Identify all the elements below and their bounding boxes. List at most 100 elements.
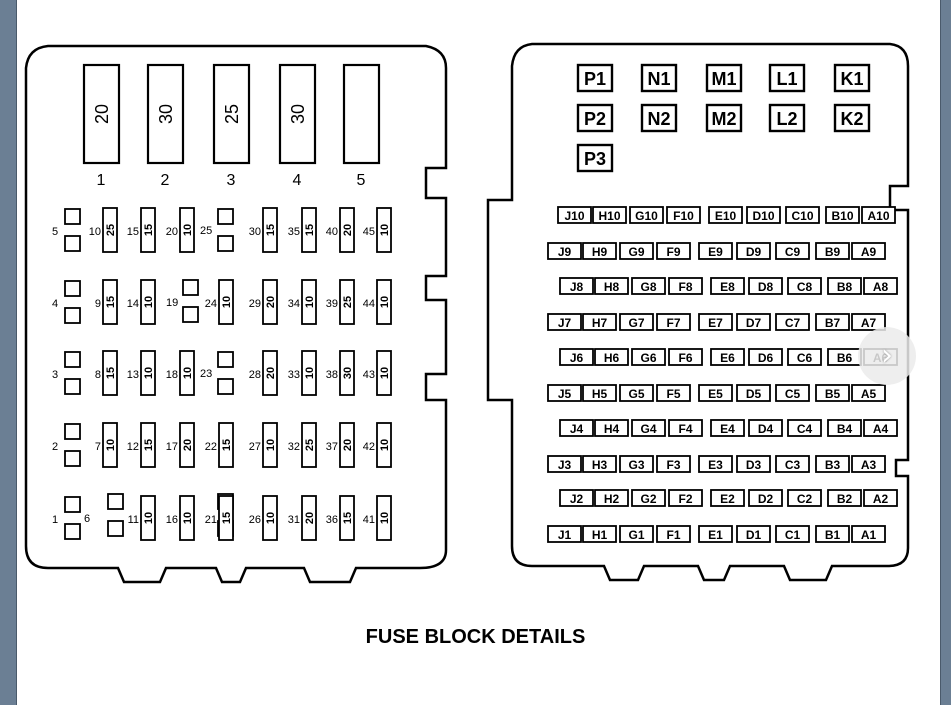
mini-fuse-rating: 25 [304,439,316,451]
relay-position [705,103,743,133]
fuse-cell-label: H3 [592,458,608,472]
circuit-number: 3 [52,369,58,381]
relay-position [833,103,871,133]
fuse-cell [736,525,771,543]
fuse-cell [631,348,666,366]
fuse-cell-label: E3 [708,458,723,472]
circuit-number: 44 [363,298,375,310]
fuse-cell-label: E10 [715,209,737,223]
relay-socket [107,493,124,510]
fuse-cell [582,525,617,543]
fuse-cell-label: H2 [604,492,620,506]
fuse-cell-label: D1 [746,528,762,542]
fuse-cell [710,277,745,295]
mini-fuse [179,207,195,253]
fuse-cell [775,455,810,473]
chevron-right-icon: › [881,338,893,373]
fuse-cell-label: A4 [873,422,889,436]
fuse-cell [559,419,594,437]
circuit-number: 25 [200,225,212,237]
fuse-cell-label: F9 [666,245,680,259]
fuse-cell [547,525,582,543]
fuse-cell [666,206,701,224]
fuse-cell-label: B3 [825,458,841,472]
mini-fuse [301,495,317,541]
relay-position [768,103,806,133]
fuse-cell-label: B5 [825,387,841,401]
fuse-cell-label: H10 [598,209,620,223]
mini-fuse-rating: 10 [379,367,391,379]
circuit-number: 41 [363,514,375,526]
fuse-cell [547,384,582,402]
next-image-button[interactable]: › [858,327,916,385]
fuse-cell [557,206,592,224]
relay-socket [217,351,234,368]
maxi-fuse [82,63,121,165]
relay-socket [64,523,81,540]
fuse-cell [815,242,850,260]
mini-fuse [102,279,118,325]
relay-position [576,103,614,133]
relay-label: K2 [840,109,863,129]
mini-fuse-rating: 10 [379,512,391,524]
circuit-number: 8 [95,369,101,381]
mini-fuse-rating: 10 [221,296,233,308]
fuse-cell-label: A2 [873,492,889,506]
fuse-cell [815,384,850,402]
fuse-cell [710,489,745,507]
circuit-number: 26 [249,514,261,526]
maxi-fuse-number: 3 [227,172,236,189]
fuse-cell [708,206,743,224]
mini-fuse-rating: 10 [182,224,194,236]
fuse-cell-label: A10 [867,209,889,223]
fuse-cell-label: D7 [746,316,762,330]
fuse-cell [748,277,783,295]
circuit-number: 37 [326,441,338,453]
maxi-fuse-number: 5 [357,172,366,189]
fuse-cell [582,242,617,260]
circuit-number: 36 [326,514,338,526]
fuse-cell-label: B1 [825,528,841,542]
mini-fuse [376,495,392,541]
mini-fuse-rating: 15 [265,224,277,236]
circuit-number: 40 [326,226,338,238]
fuse-cell-label: J4 [570,422,584,436]
circuit-number: 28 [249,369,261,381]
mini-fuse-rating: 15 [143,224,155,236]
mini-fuse-rating: 25 [105,224,117,236]
fuse-cell-label: D5 [746,387,762,401]
mini-fuse-rating: 10 [304,296,316,308]
fuse-cell [861,206,896,224]
fuse-cell [656,384,691,402]
mini-fuse-rating: 10 [105,439,117,451]
fuse-cell-label: F4 [678,422,692,436]
mini-fuse-rating: 10 [143,296,155,308]
circuit-number: 29 [249,298,261,310]
fuse-cell [775,313,810,331]
fuse-cell-label: C10 [791,209,813,223]
fuse-cell [594,348,629,366]
circuit-number: 31 [288,514,300,526]
mini-fuse [339,422,355,468]
fuse-cell-label: H8 [604,280,620,294]
relay-label: L1 [776,69,797,89]
fuse-cell [582,313,617,331]
circuit-number: 34 [288,298,300,310]
fuse-cell-label: J1 [558,528,572,542]
fuse-cell [827,419,862,437]
fuse-cell-label: F1 [666,528,680,542]
mini-fuse-rating: 10 [265,512,277,524]
mini-fuse-rating: 25 [342,296,354,308]
mini-fuse-rating: 10 [143,512,155,524]
relay-socket [107,520,124,537]
fuse-cell [656,525,691,543]
fuse-cell-label: H5 [592,387,608,401]
fuse-cell-label: H6 [604,351,620,365]
circuit-number: 20 [166,226,178,238]
fuse-cell-label: E1 [708,528,723,542]
fuse-cell-label: J8 [570,280,584,294]
fuse-cell [698,525,733,543]
mini-fuse-rating: 15 [221,512,233,524]
fuse-cell [698,313,733,331]
mini-fuse [339,495,355,541]
